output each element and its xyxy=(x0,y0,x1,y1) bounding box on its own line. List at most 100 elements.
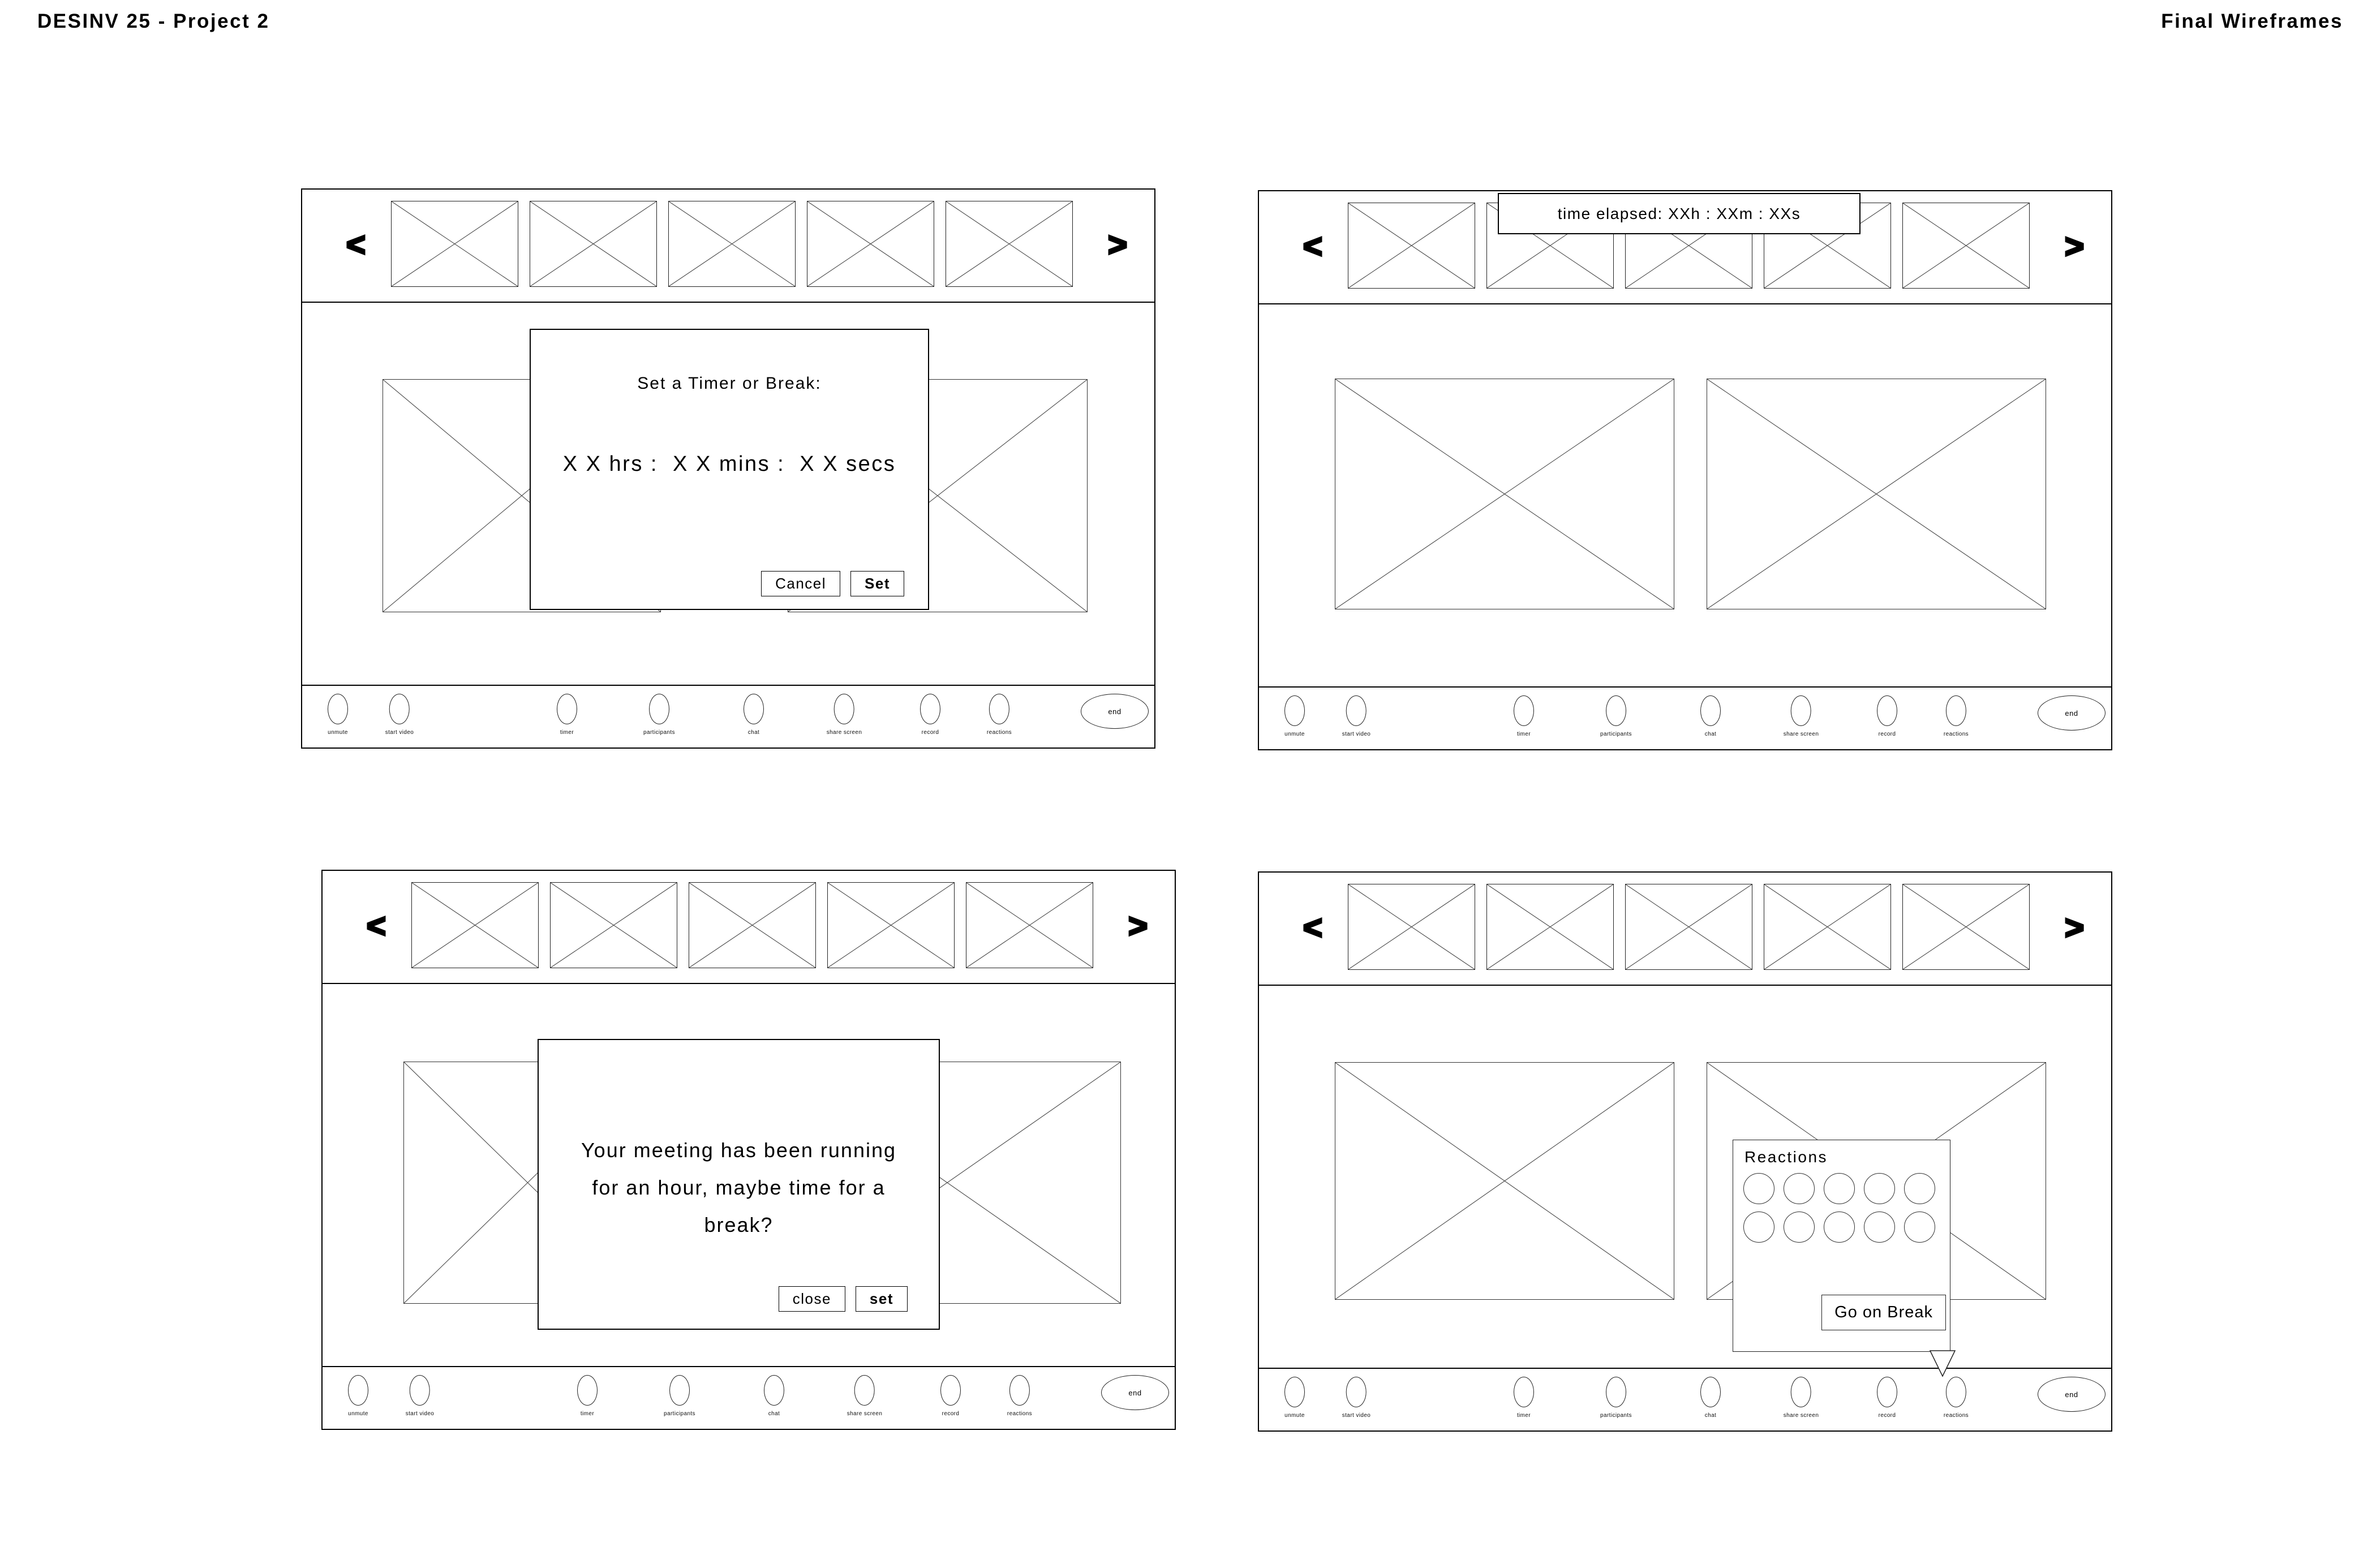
go-on-break-button[interactable]: Go on Break xyxy=(1821,1295,1946,1330)
image-placeholder-x xyxy=(1707,379,2046,609)
close-button[interactable]: close xyxy=(778,1286,845,1312)
image-placeholder-x xyxy=(1903,203,2029,288)
toolbar-button-share-screen[interactable]: share screen xyxy=(827,694,862,736)
toolbar-button-chat[interactable]: chat xyxy=(744,694,764,736)
carousel-thumbnails xyxy=(411,882,1093,968)
toolbar-button-label: record xyxy=(1878,731,1896,737)
timer-icon xyxy=(577,1375,598,1406)
toolbar-button-label: reactions xyxy=(986,729,1012,736)
toolbar-button-share-screen[interactable]: share screen xyxy=(1784,695,1819,737)
video-placeholder-right xyxy=(1707,379,2046,609)
toolbar-button-participants[interactable]: participants xyxy=(643,694,675,736)
carousel-next-icon[interactable]: > xyxy=(2064,227,2085,265)
reaction-emoji-placeholder[interactable] xyxy=(1743,1212,1774,1243)
toolbar-button-start-video[interactable]: start video xyxy=(406,1375,435,1417)
end-call-button[interactable]: end xyxy=(1101,1375,1169,1410)
doc-subtitle: Final Wireframes xyxy=(2161,10,2343,32)
time-elapsed-tooltip: time elapsed: XXh : XXm : XXs xyxy=(1498,193,1860,234)
toolbar-button-record[interactable]: record xyxy=(940,1375,961,1417)
reactions-icon xyxy=(989,694,1009,724)
toolbar-button-participants[interactable]: participants xyxy=(1600,695,1632,737)
toolbar-button-unmute[interactable]: unmute xyxy=(348,1375,368,1417)
image-placeholder-x xyxy=(807,201,934,286)
carousel-prev-icon[interactable]: < xyxy=(1302,909,1324,946)
toolbar-button-record[interactable]: record xyxy=(920,694,940,736)
reaction-emoji-placeholder[interactable] xyxy=(1784,1173,1815,1204)
toolbar-button-record[interactable]: record xyxy=(1877,695,1897,737)
start-video-icon xyxy=(389,694,410,724)
carousel-prev-icon[interactable]: < xyxy=(345,226,367,263)
toolbar-button-share-screen[interactable]: share screen xyxy=(847,1375,883,1417)
carousel-prev-icon[interactable]: < xyxy=(366,907,387,944)
participant-carousel: < > xyxy=(323,871,1175,984)
toolbar-button-start-video[interactable]: start video xyxy=(385,694,414,736)
end-call-button[interactable]: end xyxy=(2038,1377,2106,1412)
toolbar-button-record[interactable]: record xyxy=(1877,1377,1897,1419)
toolbar-button-timer[interactable]: timer xyxy=(557,694,577,736)
toolbar-button-participants[interactable]: participants xyxy=(1600,1377,1632,1419)
participant-video-thumbnail xyxy=(1764,884,1891,970)
carousel-next-icon[interactable]: > xyxy=(2064,909,2085,946)
toolbar-button-start-video[interactable]: start video xyxy=(1342,695,1371,737)
reaction-emoji-placeholder[interactable] xyxy=(1864,1212,1895,1243)
record-icon xyxy=(1877,1377,1897,1407)
participant-video-thumbnail xyxy=(1902,203,2030,289)
toolbar-button-label: participants xyxy=(664,1411,695,1417)
toolbar-button-participants[interactable]: participants xyxy=(664,1375,695,1417)
image-placeholder-x xyxy=(1626,884,1752,969)
end-call-button[interactable]: end xyxy=(2038,695,2106,731)
reaction-emoji-placeholder[interactable] xyxy=(1824,1212,1855,1243)
toolbar-button-reactions[interactable]: reactions xyxy=(987,694,1012,736)
reactions-popup: Reactions Go on Break xyxy=(1733,1140,1956,1377)
participant-video-thumbnail xyxy=(530,201,657,287)
participant-video-thumbnail xyxy=(550,882,677,968)
start-video-icon xyxy=(1346,1377,1367,1407)
image-placeholder-x xyxy=(1348,884,1475,969)
wireframe-panel-set-timer: < > Set a Timer or Break: X X hrs : X X … xyxy=(301,188,1155,749)
timer-icon xyxy=(557,694,577,724)
end-call-button[interactable]: end xyxy=(1081,694,1149,729)
reaction-emoji-placeholder[interactable] xyxy=(1904,1173,1935,1204)
meeting-toolbar: unmute start video timer participants chat sh… xyxy=(1259,1368,2111,1430)
toolbar-button-label: chat xyxy=(747,729,760,736)
reaction-emoji-placeholder[interactable] xyxy=(1824,1173,1855,1204)
reaction-emoji-placeholder[interactable] xyxy=(1743,1173,1774,1204)
toolbar-button-chat[interactable]: chat xyxy=(1700,695,1721,737)
start-video-icon xyxy=(409,1375,430,1406)
set-button[interactable]: set xyxy=(855,1286,908,1312)
timer-value-display[interactable]: X X hrs : X X mins : X X secs xyxy=(562,452,896,476)
toolbar-button-timer[interactable]: timer xyxy=(1514,1377,1534,1419)
toolbar-button-start-video[interactable]: start video xyxy=(1342,1377,1371,1419)
toolbar-button-label: timer xyxy=(560,729,574,736)
toolbar-button-label: start video xyxy=(1342,1412,1371,1419)
toolbar-button-label: reactions xyxy=(1943,1412,1969,1419)
toolbar-button-share-screen[interactable]: share screen xyxy=(1784,1377,1819,1419)
toolbar-button-label: share screen xyxy=(1783,731,1819,737)
reaction-emoji-placeholder[interactable] xyxy=(1864,1173,1895,1204)
reaction-emoji-placeholder[interactable] xyxy=(1784,1212,1815,1243)
set-button[interactable]: Set xyxy=(850,570,904,596)
toolbar-button-chat[interactable]: chat xyxy=(764,1375,784,1417)
carousel-next-icon[interactable]: > xyxy=(1107,226,1128,263)
toolbar-button-reactions[interactable]: reactions xyxy=(1007,1375,1032,1417)
dialog-message-line: Your meeting has been running xyxy=(581,1139,897,1162)
toolbar-button-timer[interactable]: timer xyxy=(577,1375,598,1417)
toolbar-button-label: timer xyxy=(1516,731,1531,737)
toolbar-button-unmute[interactable]: unmute xyxy=(328,694,348,736)
chat-icon xyxy=(744,694,764,724)
toolbar-button-reactions[interactable]: reactions xyxy=(1944,695,1969,737)
carousel-next-icon[interactable]: > xyxy=(1127,907,1149,944)
toolbar-button-unmute[interactable]: unmute xyxy=(1284,695,1305,737)
toolbar-button-chat[interactable]: chat xyxy=(1700,1377,1721,1419)
toolbar-button-timer[interactable]: timer xyxy=(1514,695,1534,737)
share-screen-icon xyxy=(854,1375,875,1406)
toolbar-button-label: participants xyxy=(1600,1412,1632,1419)
dialog-message-line: break? xyxy=(704,1213,774,1236)
toolbar-button-reactions[interactable]: reactions xyxy=(1944,1377,1969,1419)
cancel-button[interactable]: Cancel xyxy=(761,570,841,596)
reaction-emoji-placeholder[interactable] xyxy=(1904,1212,1935,1243)
image-placeholder-x xyxy=(530,201,656,286)
unmute-icon xyxy=(1284,695,1305,726)
carousel-prev-icon[interactable]: < xyxy=(1302,227,1324,265)
toolbar-button-unmute[interactable]: unmute xyxy=(1284,1377,1305,1419)
